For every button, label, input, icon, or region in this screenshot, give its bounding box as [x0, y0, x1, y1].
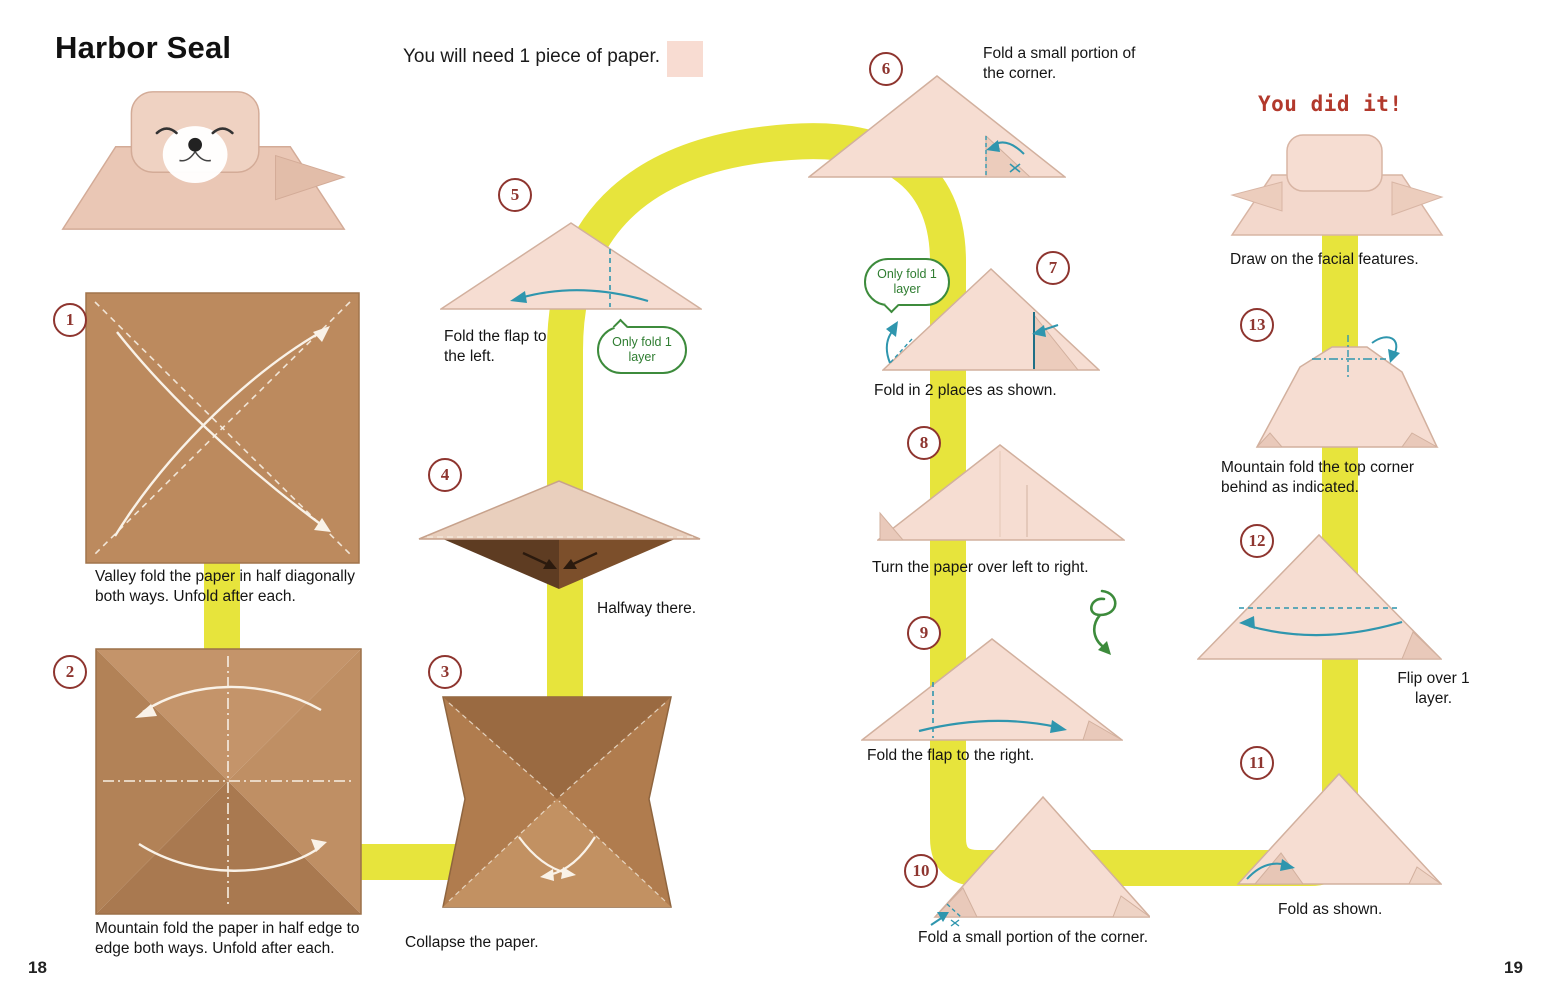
page-number-right: 19	[1504, 958, 1523, 977]
step-3-number: 3	[428, 655, 462, 689]
step-10-caption: Fold a small portion of the corner.	[918, 929, 1149, 946]
step-1-caption: Valley fold the paper in half diagonally…	[95, 568, 355, 606]
step-1-number: 1	[53, 303, 87, 337]
step-11-number: 11	[1240, 746, 1274, 780]
step-11-diagram	[1237, 771, 1442, 889]
curl-arrow-icon	[1080, 585, 1124, 659]
step-6-caption: Fold a small portion of the corner.	[983, 45, 1136, 83]
step-12-caption: Flip over 1 layer.	[1397, 670, 1470, 708]
step-5-number: 5	[498, 178, 532, 212]
step-7-number: 7	[1036, 251, 1070, 285]
step-2-diagram	[95, 648, 362, 915]
step-1-diagram	[85, 292, 360, 564]
step-2-number: 2	[53, 655, 87, 689]
step-9-number: 9	[907, 616, 941, 650]
step-13-number: 13	[1240, 308, 1274, 342]
step-4-number: 4	[428, 458, 462, 492]
step-11-caption: Fold as shown.	[1278, 901, 1383, 918]
you-did-it-label: You did it!	[1258, 92, 1403, 116]
step-5-diagram	[440, 221, 702, 313]
finished-seal-image	[52, 82, 352, 234]
step-12-diagram	[1197, 532, 1442, 664]
step-2-caption: Mountain fold the paper in half edge to …	[95, 920, 360, 958]
materials-note: You will need 1 piece of paper.	[403, 46, 661, 67]
step-13-diagram	[1252, 327, 1442, 455]
step-10-diagram	[925, 792, 1150, 927]
step-4-caption: Halfway there.	[597, 600, 697, 617]
step-7-caption: Fold in 2 places as shown.	[874, 382, 1057, 399]
final-caption: Draw on the facial features.	[1230, 251, 1419, 268]
step-8-diagram	[877, 443, 1125, 545]
step-4-diagram	[417, 477, 702, 597]
step-7-callout-bubble: Only fold 1 layer	[864, 258, 950, 306]
step-8-caption: Turn the paper over left to right.	[872, 559, 1089, 576]
final-seal-image	[1227, 127, 1447, 239]
step-6-number: 6	[869, 52, 903, 86]
step-9-caption: Fold the flap to the right.	[867, 747, 1035, 764]
paper-swatch	[667, 41, 703, 77]
step-7-diagram	[882, 267, 1100, 375]
step-5-caption: Fold the flap to the left.	[444, 328, 547, 366]
step-10-number: 10	[904, 854, 938, 888]
step-9-diagram	[861, 637, 1123, 745]
page-title: Harbor Seal	[55, 30, 232, 65]
step-13-caption: Mountain fold the top corner behind as i…	[1221, 459, 1415, 497]
step-3-caption: Collapse the paper.	[405, 934, 539, 951]
step-8-number: 8	[907, 426, 941, 460]
step-6-diagram	[808, 74, 1066, 182]
step-3-diagram	[423, 687, 691, 917]
step-5-callout-bubble: Only fold 1 layer	[597, 326, 687, 374]
step-12-number: 12	[1240, 524, 1274, 558]
page-number-left: 18	[28, 958, 47, 977]
